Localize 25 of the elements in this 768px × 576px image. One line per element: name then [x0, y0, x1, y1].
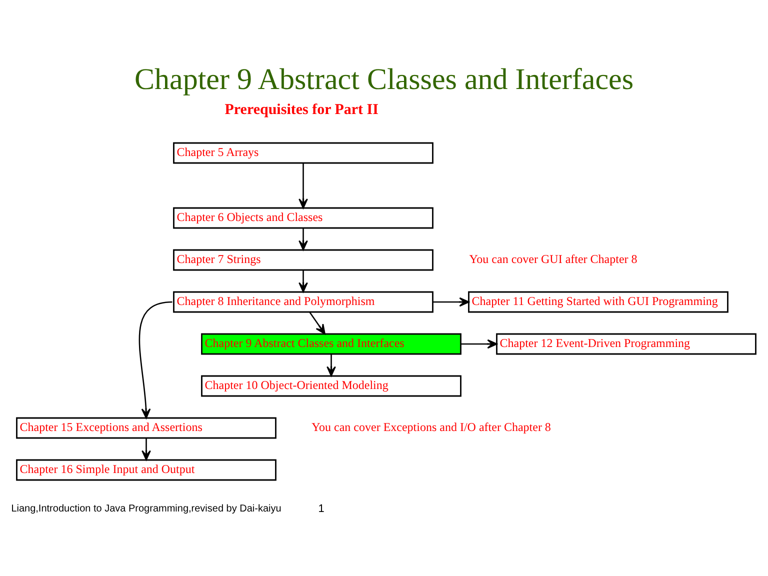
arrow [460, 338, 498, 348]
node-box: Chapter 5 Arrays [173, 142, 434, 164]
node-box: Chapter 10 Object-Oriented Modeling [201, 374, 462, 396]
label: Liang,Introduction to Java Programming,revised by Dai-kaiyu [11, 503, 282, 514]
node-box: Chapter 16 Simple Input and Output [16, 458, 276, 480]
node-box: Chapter 11 Getting Started with GUI Programming [468, 290, 728, 312]
arrow [298, 162, 308, 208]
arrow [309, 311, 326, 334]
node-box: Chapter 8 Inheritance and Polymorphism [173, 290, 434, 312]
node-box: Chapter 9 Abstract Classes and Interfaces [201, 332, 462, 354]
label: Prerequisites for Part II [224, 102, 378, 118]
label: You can cover Exceptions and I/O after Chapter 8 [312, 420, 551, 434]
arrow [142, 438, 151, 460]
node-box: Chapter 15 Exceptions and Assertions [16, 416, 276, 438]
arrow [326, 354, 336, 376]
node-box: Chapter 7 Strings [173, 248, 434, 270]
arrow [298, 228, 308, 250]
node-box: Chapter 12 Event-Driven Programming [496, 332, 756, 354]
label: 1 [318, 502, 324, 514]
diagram-title: Chapter 9 Abstract Classes and Interfaces [134, 62, 634, 96]
arrow [432, 296, 470, 306]
node-box: Chapter 6 Objects and Classes [173, 206, 434, 228]
label: You can cover GUI after Chapter 8 [469, 252, 638, 266]
arrow [298, 270, 308, 292]
arrow [138, 300, 172, 418]
